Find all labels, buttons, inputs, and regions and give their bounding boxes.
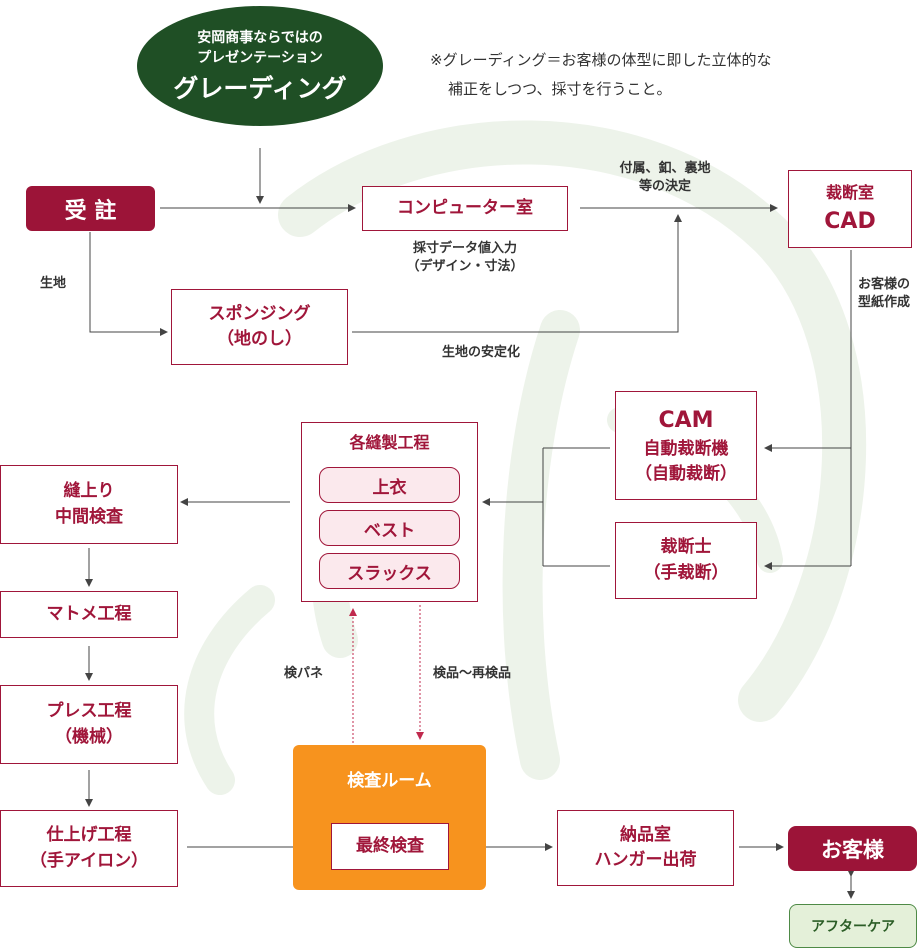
sewing-title: 各縫製工程 xyxy=(349,433,430,452)
cam-line3: （自動裁断） xyxy=(635,464,737,484)
finish-check-line2: 中間検査 xyxy=(55,506,123,527)
kenhin-label: 検品〜再検品 xyxy=(433,666,512,681)
delivery-box: 納品室 ハンガー出荷 xyxy=(557,810,734,886)
inspection-room-label: 検査ルーム xyxy=(347,771,432,791)
cutter-box: 裁断士 （手裁断） xyxy=(615,522,757,599)
grading-line1: 安岡商事ならではの xyxy=(197,30,323,46)
finish-check-box: 縫上り 中間検査 xyxy=(0,465,178,544)
cam-line2: 自動裁断機 xyxy=(643,438,729,459)
order-box: 受 註 xyxy=(26,186,155,231)
shiage-line1: 仕上げ工程 xyxy=(46,825,132,845)
grading-note: ※グレーディング＝お客様の体型に即した立体的な 補正をしつつ、採寸を行うこと。 xyxy=(430,46,772,103)
aftercare-label: アフターケア xyxy=(811,919,895,935)
pattern-line2: 型紙作成 xyxy=(858,295,911,311)
stabilize-label: 生地の安定化 xyxy=(442,345,521,360)
accessory-line1: 付属、釦、裏地 xyxy=(619,161,711,176)
sewing-item-jacket: 上衣 xyxy=(319,467,460,503)
computer-room-sub: 採寸データ値入力 （デザイン・寸法） xyxy=(380,240,550,276)
customer-label: お客様 xyxy=(821,837,884,862)
computer-room-box: コンピューター室 xyxy=(362,186,568,231)
aftercare-box: アフターケア xyxy=(789,904,917,948)
grading-oval: 安岡商事ならではの プレゼンテーション グレーディング xyxy=(137,6,383,126)
grading-line2: プレゼンテーション xyxy=(197,50,323,66)
computer-room-label: コンピューター室 xyxy=(397,197,533,218)
cad-line1: 裁断室 xyxy=(825,182,874,202)
delivery-line1: 納品室 xyxy=(620,824,671,845)
press-line1: プレス工程 xyxy=(46,701,132,721)
shiage-line2: （手アイロン） xyxy=(29,850,149,871)
sponging-box: スポンジング （地のし） xyxy=(171,289,348,365)
press-line2: （機械） xyxy=(55,726,123,747)
delivery-line2: ハンガー出荷 xyxy=(594,850,697,870)
cam-line1: CAM xyxy=(658,407,714,433)
accessory-line2: 等の決定 xyxy=(638,179,691,195)
accessory-label: 付属、釦、裏地 等の決定 xyxy=(605,160,725,196)
grading-title: グレーディング xyxy=(173,74,347,103)
cad-line2: CAD xyxy=(824,208,876,234)
cutter-line1: 裁断士 xyxy=(660,537,712,557)
customer-box: お客様 xyxy=(788,826,917,871)
matome-box: マトメ工程 xyxy=(0,591,178,638)
pattern-label: お客様の 型紙作成 xyxy=(858,276,910,312)
grading-note-line1: ※グレーディング＝お客様の体型に即した立体的な xyxy=(430,51,772,69)
cutter-line2: （手裁断） xyxy=(643,562,729,583)
computer-sub-line2: （デザイン・寸法） xyxy=(406,259,524,275)
sponging-line2: （地のし） xyxy=(217,329,302,349)
cad-box: 裁断室 CAD xyxy=(788,170,912,248)
sewing-item-vest: ベスト xyxy=(319,510,460,546)
final-check-label: 最終検査 xyxy=(356,835,424,856)
computer-sub-line1: 採寸データ値入力 xyxy=(412,241,517,256)
sewing-item-slacks: スラックス xyxy=(319,553,460,589)
final-check-box: 最終検査 xyxy=(331,823,449,870)
press-box: プレス工程 （機械） xyxy=(0,685,178,764)
shiage-box: 仕上げ工程 （手アイロン） xyxy=(0,810,178,887)
sponging-line1: スポンジング xyxy=(208,303,311,324)
kenpane-label: 検パネ xyxy=(284,666,324,681)
fabric-label: 生地 xyxy=(40,276,67,291)
cam-box: CAM 自動裁断機 （自動裁断） xyxy=(615,391,757,500)
finish-check-line1: 縫上り xyxy=(63,481,115,501)
pattern-line1: お客様の xyxy=(858,277,911,292)
order-label: 受 註 xyxy=(64,198,117,224)
grading-note-line2: 補正をしつつ、採寸を行うこと。 xyxy=(448,79,672,98)
matome-label: マトメ工程 xyxy=(46,603,132,624)
